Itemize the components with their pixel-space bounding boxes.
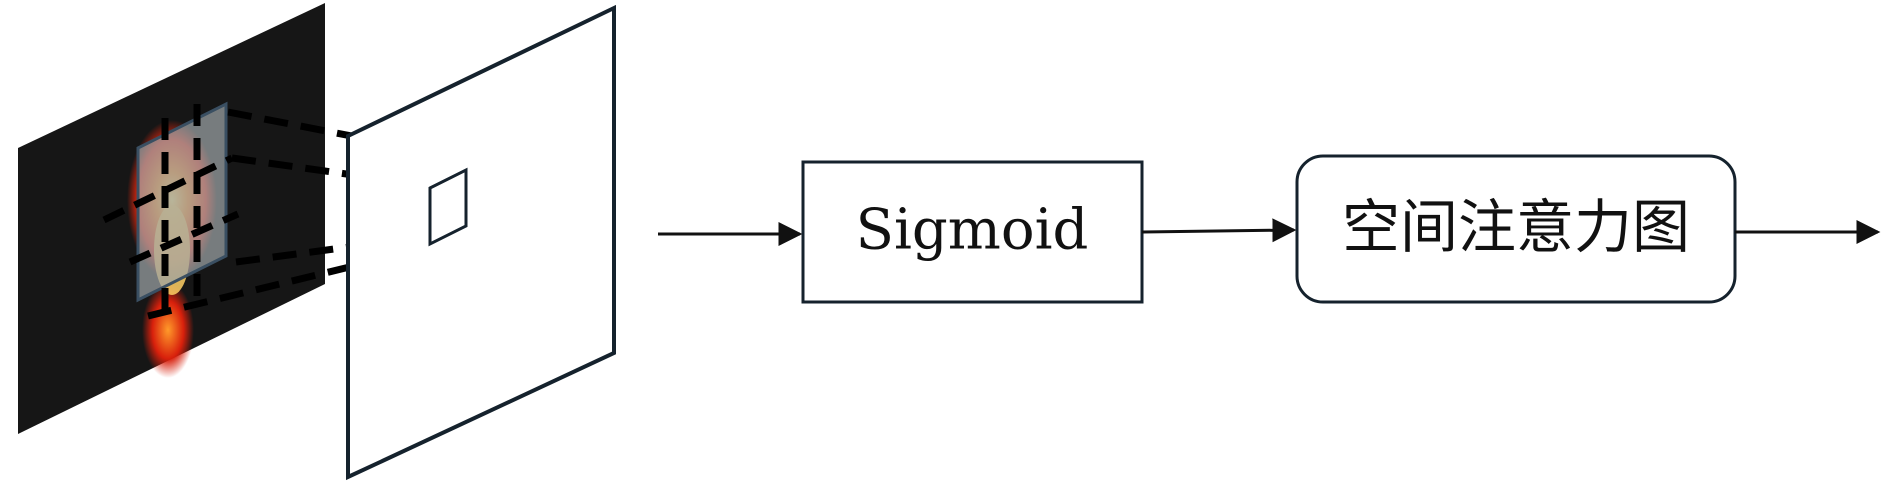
attention-map-label: 空间注意力图: [1342, 193, 1690, 261]
output-plane: [346, 4, 616, 481]
feature-map: [18, 3, 325, 434]
output-plane-panel: [346, 4, 616, 481]
output-kernel-square: [428, 167, 468, 247]
sigmoid-label: Sigmoid: [856, 198, 1089, 263]
kernel-grid: [102, 104, 240, 318]
heat-spot-lower: [142, 282, 194, 378]
arrow-to-attention-map: [1141, 218, 1297, 243]
attention-map-block: 空间注意力图: [1295, 154, 1737, 304]
sigmoid-block: Sigmoid: [801, 160, 1144, 304]
sigmoid-box: [801, 160, 1144, 304]
attention-map-box: [1295, 154, 1737, 304]
